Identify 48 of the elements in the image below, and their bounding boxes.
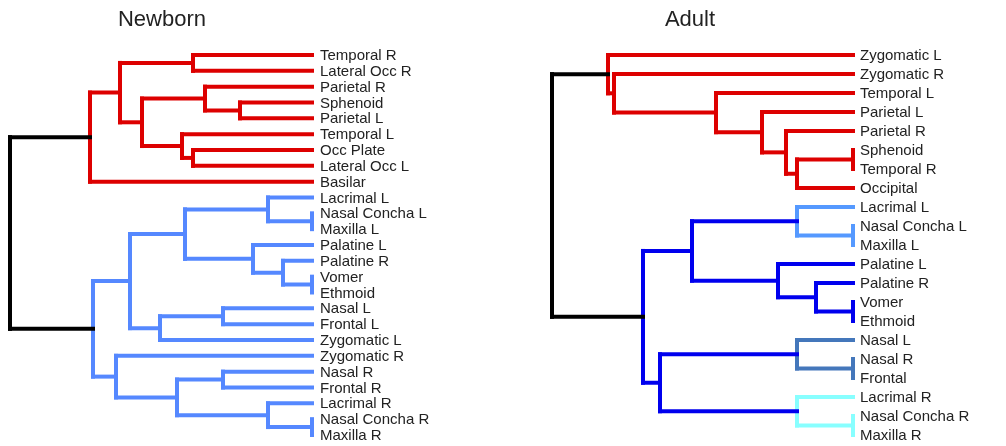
leaf-label: Zygomatic L <box>860 47 942 62</box>
leaf-label: Sphenoid <box>860 142 924 157</box>
leaf-label: Occipital <box>860 180 918 195</box>
leaf-label: Sphenoid <box>320 94 384 110</box>
leaf-label: Lacrimal L <box>860 199 930 214</box>
leaf-label: Nasal L <box>320 300 371 316</box>
leaf-label: Parietal R <box>860 123 926 138</box>
leaf-label: Frontal R <box>320 379 382 395</box>
leaf-label: Lacrimal L <box>320 189 390 205</box>
panel-heading: Newborn <box>118 8 206 30</box>
leaf-label: Temporal R <box>860 161 937 176</box>
leaf-label: Maxilla L <box>860 237 920 252</box>
leaf-label: Ethmoid <box>860 313 916 328</box>
leaf-label: Occ Plate <box>320 142 386 157</box>
leaf-label: Zygomatic L <box>320 332 402 347</box>
leaf-label: Palatine R <box>860 275 930 290</box>
leaf-label: Lateral Occ R <box>320 62 412 78</box>
leaf-label: Maxilla R <box>320 427 382 442</box>
leaf-label: Maxilla L <box>320 221 380 237</box>
leaf-label: Lateral Occ L <box>320 157 410 173</box>
leaf-label: Palatine L <box>860 256 927 271</box>
leaf-label: Nasal Concha L <box>860 218 967 233</box>
leaf-label: Lacrimal R <box>860 389 932 404</box>
leaf-label: Ethmoid <box>320 284 376 300</box>
leaf-label: Nasal Concha L <box>320 205 427 221</box>
leaf-label: Nasal L <box>860 332 911 347</box>
leaf-label: Parietal R <box>320 78 386 94</box>
leaf-label: Zygomatic R <box>320 347 405 363</box>
leaf-label: Basilar <box>320 173 366 189</box>
leaf-label: Nasal Concha R <box>320 411 430 427</box>
leaf-label: Nasal R <box>860 351 914 366</box>
leaf-label: Zygomatic R <box>860 66 945 81</box>
leaf-label: Vomer <box>860 294 904 309</box>
panel-heading: Adult <box>664 8 716 30</box>
leaf-label: Nasal R <box>320 363 374 379</box>
leaf-label: Temporal R <box>320 47 397 62</box>
leaf-label: Nasal Concha R <box>860 408 970 423</box>
leaf-label: Palatine R <box>320 252 390 268</box>
leaf-label: Parietal L <box>320 110 384 126</box>
leaf-label: Frontal L <box>320 316 380 332</box>
leaf-label: Frontal <box>860 370 907 385</box>
leaf-label: Parietal L <box>860 104 924 119</box>
leaf-label: Vomer <box>320 268 364 284</box>
leaf-label: Maxilla R <box>860 427 922 442</box>
leaf-label: Lacrimal R <box>320 395 392 411</box>
leaf-label: Palatine L <box>320 237 387 252</box>
leaf-label: Temporal L <box>320 126 395 142</box>
leaf-label: Temporal L <box>860 85 935 100</box>
